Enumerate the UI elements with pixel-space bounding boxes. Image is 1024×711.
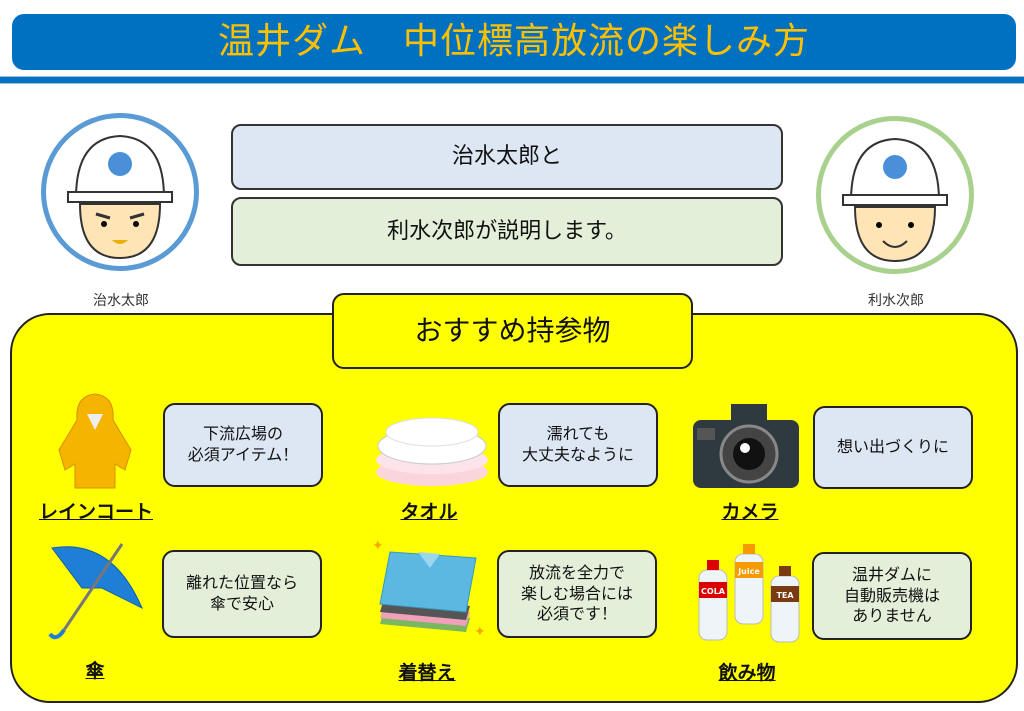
chisui-taro-avatar xyxy=(41,113,199,271)
drink-label-tea: TEA xyxy=(776,591,794,600)
label-clothes: 着替え xyxy=(398,662,456,684)
section-title: おすすめ持参物 xyxy=(332,293,693,369)
drinks-icon: COLA Juice TEA xyxy=(698,544,800,643)
note-drinks: 温井ダムに 自動販売機は ありません xyxy=(812,552,972,640)
svg-text:✦: ✦ xyxy=(474,624,486,640)
raincoat-icon xyxy=(58,393,132,489)
label-towel: タオル xyxy=(400,501,458,523)
note-umbrella: 離れた位置なら 傘で安心 xyxy=(162,550,322,638)
umbrella-icon xyxy=(48,543,143,640)
speech-bubble-2: 利水次郎が説明します。 xyxy=(231,197,783,266)
risui-jiro-avatar xyxy=(816,116,974,274)
note-raincoat: 下流広場の 必須アイテム！ xyxy=(163,403,323,487)
note-clothes: 放流を全力で 楽しむ場合には 必須です！ xyxy=(497,550,657,638)
title-divider xyxy=(0,76,1024,84)
label-camera: カメラ xyxy=(721,501,779,523)
speech-bubble-1: 治水太郎と xyxy=(231,124,783,190)
character-name-risui: 利水次郎 xyxy=(868,293,924,309)
label-drinks: 飲み物 xyxy=(718,662,776,684)
clothes-icon: ✦✦ xyxy=(372,540,486,640)
drink-label-juice: Juice xyxy=(737,567,760,576)
svg-text:✦: ✦ xyxy=(372,540,384,554)
page-title: 温井ダム 中位標高放流の楽しみ方 xyxy=(12,14,1016,70)
note-camera: 想い出づくりに xyxy=(813,406,973,489)
towel-icon xyxy=(376,417,488,486)
label-umbrella: 傘 xyxy=(85,660,105,682)
character-name-chisui: 治水太郎 xyxy=(93,293,149,309)
drink-label-cola: COLA xyxy=(701,587,726,596)
camera-icon xyxy=(693,404,799,488)
label-raincoat: レインコート xyxy=(38,501,153,523)
note-towel: 濡れても 大丈夫なように xyxy=(498,403,658,487)
